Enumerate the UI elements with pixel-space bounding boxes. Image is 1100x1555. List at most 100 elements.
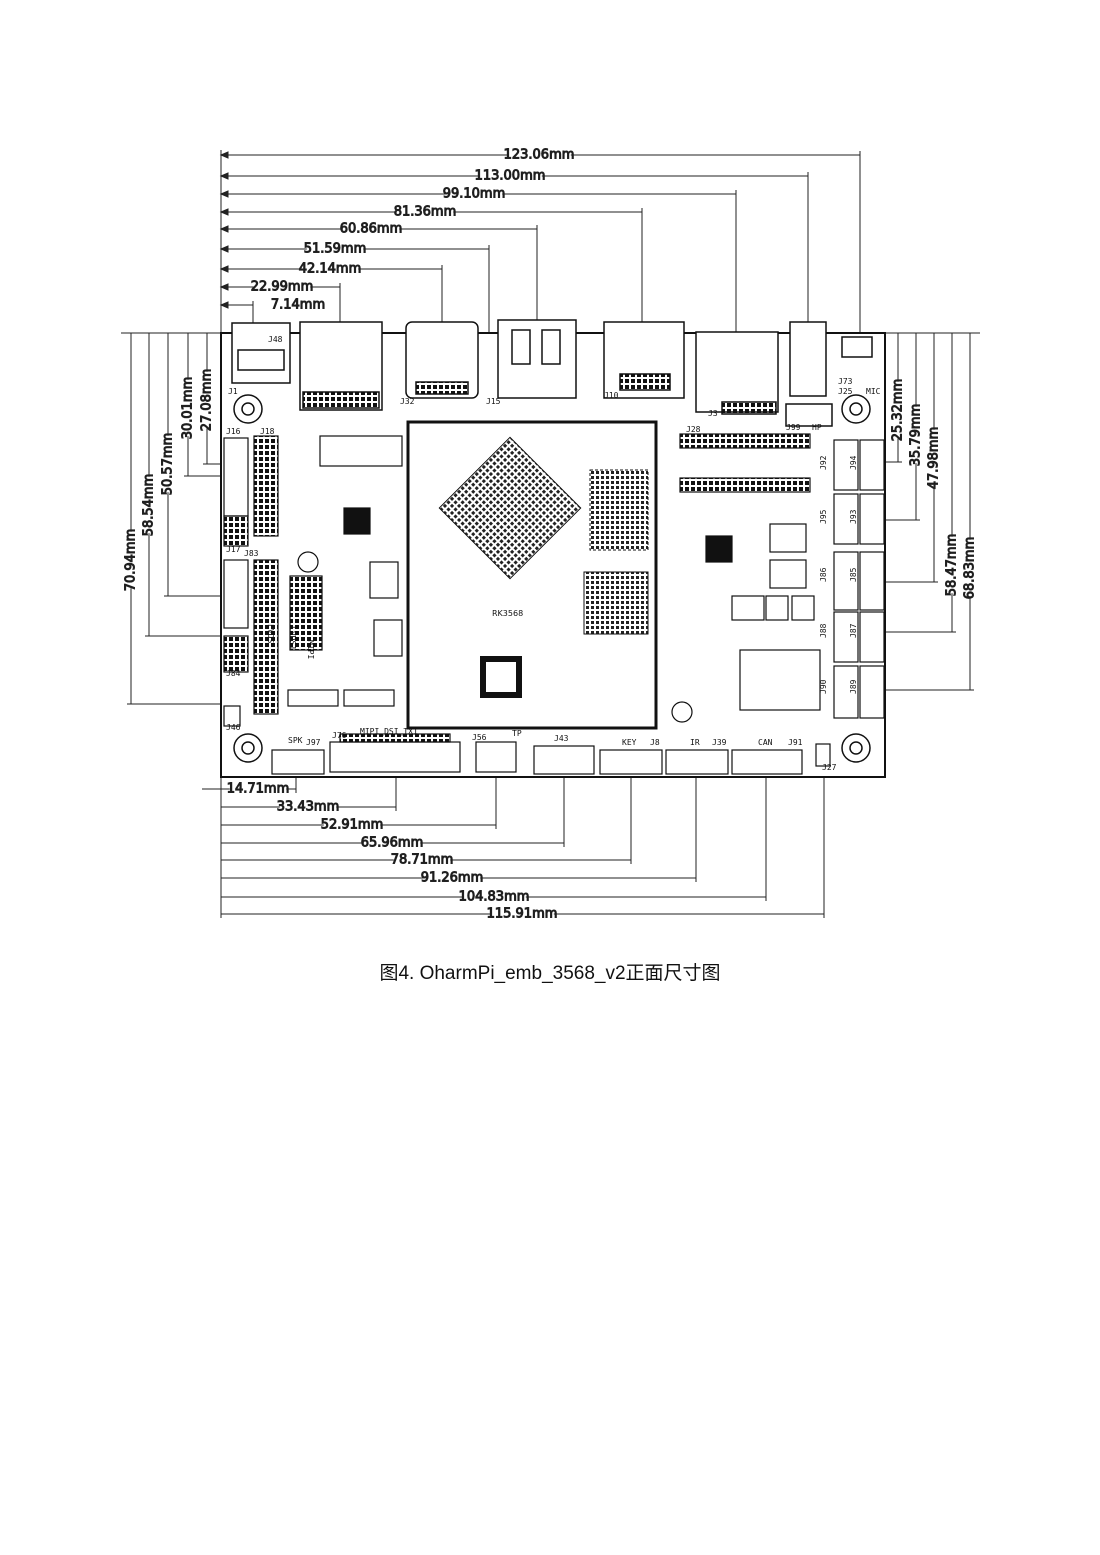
bottom-dimension-label: 52.91mm bbox=[321, 818, 384, 833]
rk3568-chip bbox=[438, 436, 582, 580]
top-edge-connectors bbox=[231, 319, 873, 427]
soc-label: RK3568 bbox=[492, 609, 523, 618]
ref-designator: HP bbox=[812, 423, 822, 432]
ref-designator: CAN bbox=[758, 738, 773, 747]
left-dimension-label: 50.57mm bbox=[161, 433, 176, 496]
ref-designator: MIC bbox=[866, 387, 881, 396]
right-dimension-label: 58.47mm bbox=[945, 534, 960, 597]
ref-designator: J86 bbox=[819, 567, 828, 582]
can-j91 bbox=[731, 749, 803, 775]
j99-header bbox=[785, 403, 833, 427]
header-j18 bbox=[253, 435, 279, 537]
terminal-j86 bbox=[833, 551, 859, 611]
ref-designator: J46 bbox=[226, 723, 241, 732]
header-j43 bbox=[533, 745, 595, 775]
header-j17 bbox=[223, 515, 249, 547]
bottom-dimension-lines: 14.71mm33.43mm52.91mm65.96mm78.71mm91.26… bbox=[202, 774, 825, 922]
left-ic bbox=[319, 435, 403, 467]
top-dimension-label: 51.59mm bbox=[304, 242, 367, 257]
terminal-j89 bbox=[859, 665, 885, 719]
ref-designator: J99 bbox=[786, 423, 801, 432]
mic-connector bbox=[841, 336, 873, 358]
fpc-j28 bbox=[679, 433, 811, 449]
ref-designator: J56 bbox=[472, 733, 487, 742]
bottom-edge-connectors bbox=[271, 733, 831, 775]
ref-designator: J43 bbox=[554, 734, 569, 743]
ref-designator: J73 bbox=[838, 377, 853, 386]
terminal-j95 bbox=[833, 493, 859, 545]
mounting-holes bbox=[233, 394, 871, 763]
audio-jack-hp bbox=[789, 321, 827, 397]
right-dimension-label: 47.98mm bbox=[927, 427, 942, 490]
bottom-dimension-label: 65.96mm bbox=[361, 836, 424, 851]
header-j16 bbox=[223, 437, 249, 517]
header-j84 bbox=[223, 635, 249, 673]
terminal-j85 bbox=[859, 551, 885, 611]
ref-designator: SPK bbox=[288, 736, 303, 745]
bottom-dimension-label: 104.83mm bbox=[459, 890, 530, 905]
ref-designator: KEY bbox=[622, 738, 637, 747]
top-dimension-label: 113.00mm bbox=[475, 169, 546, 184]
header-lvds bbox=[253, 559, 279, 715]
top-dimension-label: 81.36mm bbox=[394, 205, 457, 220]
ref-designator: J85 bbox=[849, 567, 858, 582]
ref-designator: J48 bbox=[268, 335, 283, 344]
ref-designator: J8 bbox=[650, 738, 660, 747]
key-j8 bbox=[599, 749, 663, 775]
terminal-j93 bbox=[859, 493, 885, 545]
terminal-j92 bbox=[833, 439, 859, 491]
top-dimension-label: 99.10mm bbox=[443, 187, 506, 202]
ref-designator: J15 bbox=[486, 397, 501, 406]
left-headers bbox=[223, 435, 403, 727]
left-dimension-label: 70.94mm bbox=[124, 529, 139, 592]
top-dimension-label: 123.06mm bbox=[504, 148, 575, 163]
ref-designator: J92 bbox=[819, 455, 828, 470]
bottom-dimension-label: 14.71mm bbox=[227, 782, 290, 797]
left-qfn bbox=[343, 507, 371, 535]
terminal-j87 bbox=[859, 611, 885, 663]
spk-j97 bbox=[271, 749, 325, 775]
terminal-j90 bbox=[833, 665, 859, 719]
switch-j27 bbox=[815, 743, 831, 767]
tp-j56 bbox=[475, 741, 517, 773]
ref-designator: J17 bbox=[226, 545, 241, 554]
hdmi-port-j32 bbox=[405, 321, 479, 399]
ref-designator: J91 bbox=[788, 738, 803, 747]
ref-designator: J25 bbox=[838, 387, 853, 396]
top-dimension-label: 42.14mm bbox=[299, 262, 362, 277]
ref-designator: J87 bbox=[849, 623, 858, 638]
bottom-dimension-label: 91.26mm bbox=[421, 871, 484, 886]
ref-designator: J76 bbox=[332, 731, 347, 740]
top-dimension-label: 7.14mm bbox=[271, 298, 325, 313]
ir-j39 bbox=[665, 749, 729, 775]
mipi-dsi-j76 bbox=[329, 741, 461, 773]
mipi-connector bbox=[289, 575, 323, 651]
top-dimension-label: 22.99mm bbox=[251, 280, 314, 295]
figure-caption: 图4. OharmPi_emb_3568_v2正面尺寸图 bbox=[379, 963, 721, 984]
ref-designator: J3 bbox=[708, 409, 718, 418]
ref-designator: J83 bbox=[244, 549, 259, 558]
ref-designator: TP bbox=[512, 729, 522, 738]
ref-designator: J32 bbox=[400, 397, 415, 406]
ref-designator: J18 bbox=[260, 427, 275, 436]
left-dimension-label: 58.54mm bbox=[142, 474, 157, 537]
right-dimension-label: 25.32mm bbox=[891, 379, 906, 442]
ref-designator: J84 bbox=[226, 669, 241, 678]
right-dimension-label: 68.83mm bbox=[963, 537, 978, 600]
ref-designator: MIPI_DSI_TX1 bbox=[360, 727, 418, 736]
ref-designator: LVDS1 bbox=[288, 626, 297, 650]
soc-module: RK3568 bbox=[406, 420, 658, 730]
ram-chip bbox=[589, 469, 649, 551]
ref-designator: J90 bbox=[819, 679, 828, 694]
ref-designator: J95 bbox=[819, 509, 828, 524]
ref-designator: J27 bbox=[822, 763, 837, 772]
pcb-board: RK3568 bbox=[220, 319, 886, 778]
ref-designator: LVDS bbox=[266, 624, 275, 643]
ref-designator: J39 bbox=[712, 738, 727, 747]
bottom-dimension-label: 33.43mm bbox=[277, 800, 340, 815]
terminal-j94 bbox=[859, 439, 885, 491]
sd-slot-j3 bbox=[695, 331, 779, 413]
